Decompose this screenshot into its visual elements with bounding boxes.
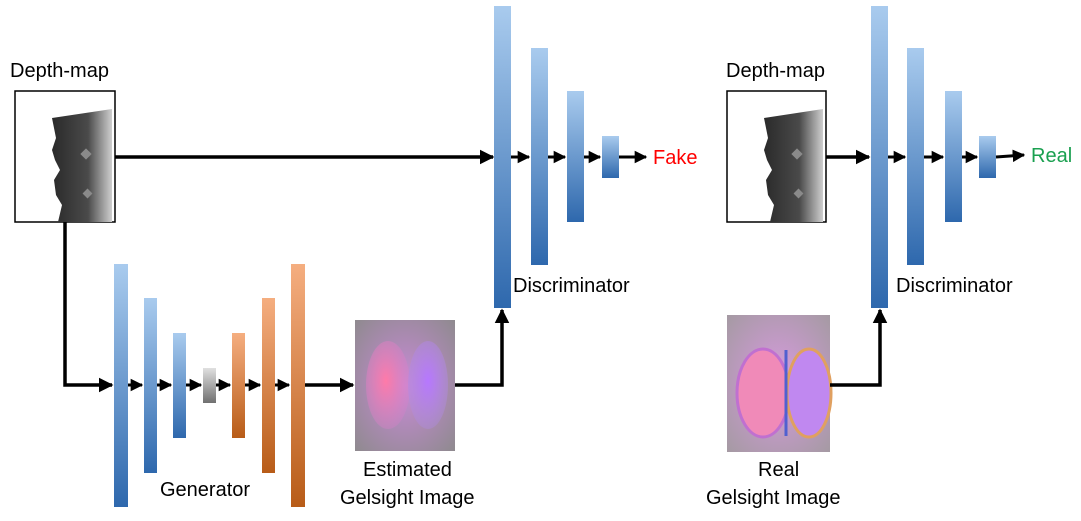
discriminator-fake-layer-1 [494,6,511,308]
depth-map-image-fake [14,90,116,223]
generator-decoder-layer-2 [262,298,275,473]
discriminator-real-label: Discriminator [896,275,1013,297]
discriminator-real-arrow-out [995,149,1026,163]
output-fake-label: Fake [653,147,697,169]
arrow-depth-to-generator [63,222,114,393]
output-real-label: Real [1031,145,1072,167]
depth-map-label-fake: Depth-map [10,60,109,82]
generator-decoder-layer-1 [232,333,245,438]
estimated-label-line1: Estimated [363,459,452,481]
generator-encoder-layer-2 [144,298,157,473]
discriminator-real-layer-1 [871,6,888,308]
arrow-estimated-to-discriminator [455,308,510,387]
discriminator-real-layer-2 [907,48,924,265]
estimated-label-line2: Gelsight Image [340,487,475,509]
discriminator-fake-layer-3 [567,91,584,222]
real-gelsight-image [727,315,833,452]
discriminator-fake-label: Discriminator [513,275,630,297]
generator-encoder-layer-3 [173,333,186,438]
generator-encoder-layer-1 [114,264,128,507]
real-label-line1: Real [758,459,799,481]
depth-map-label-real: Depth-map [726,60,825,82]
generator-decoder-layer-3 [291,264,305,507]
generator-label: Generator [160,479,250,501]
generator-bottleneck [203,368,216,403]
discriminator-real-layer-3 [945,91,962,222]
real-label-line2: Gelsight Image [706,487,841,509]
arrow-real-image-to-discriminator [830,308,888,387]
depth-map-image-real [726,90,827,223]
discriminator-fake-layer-2 [531,48,548,265]
discriminator-fake-layer-4 [602,136,619,178]
estimated-gelsight-image [355,320,455,451]
discriminator-real-layer-4 [979,136,996,178]
